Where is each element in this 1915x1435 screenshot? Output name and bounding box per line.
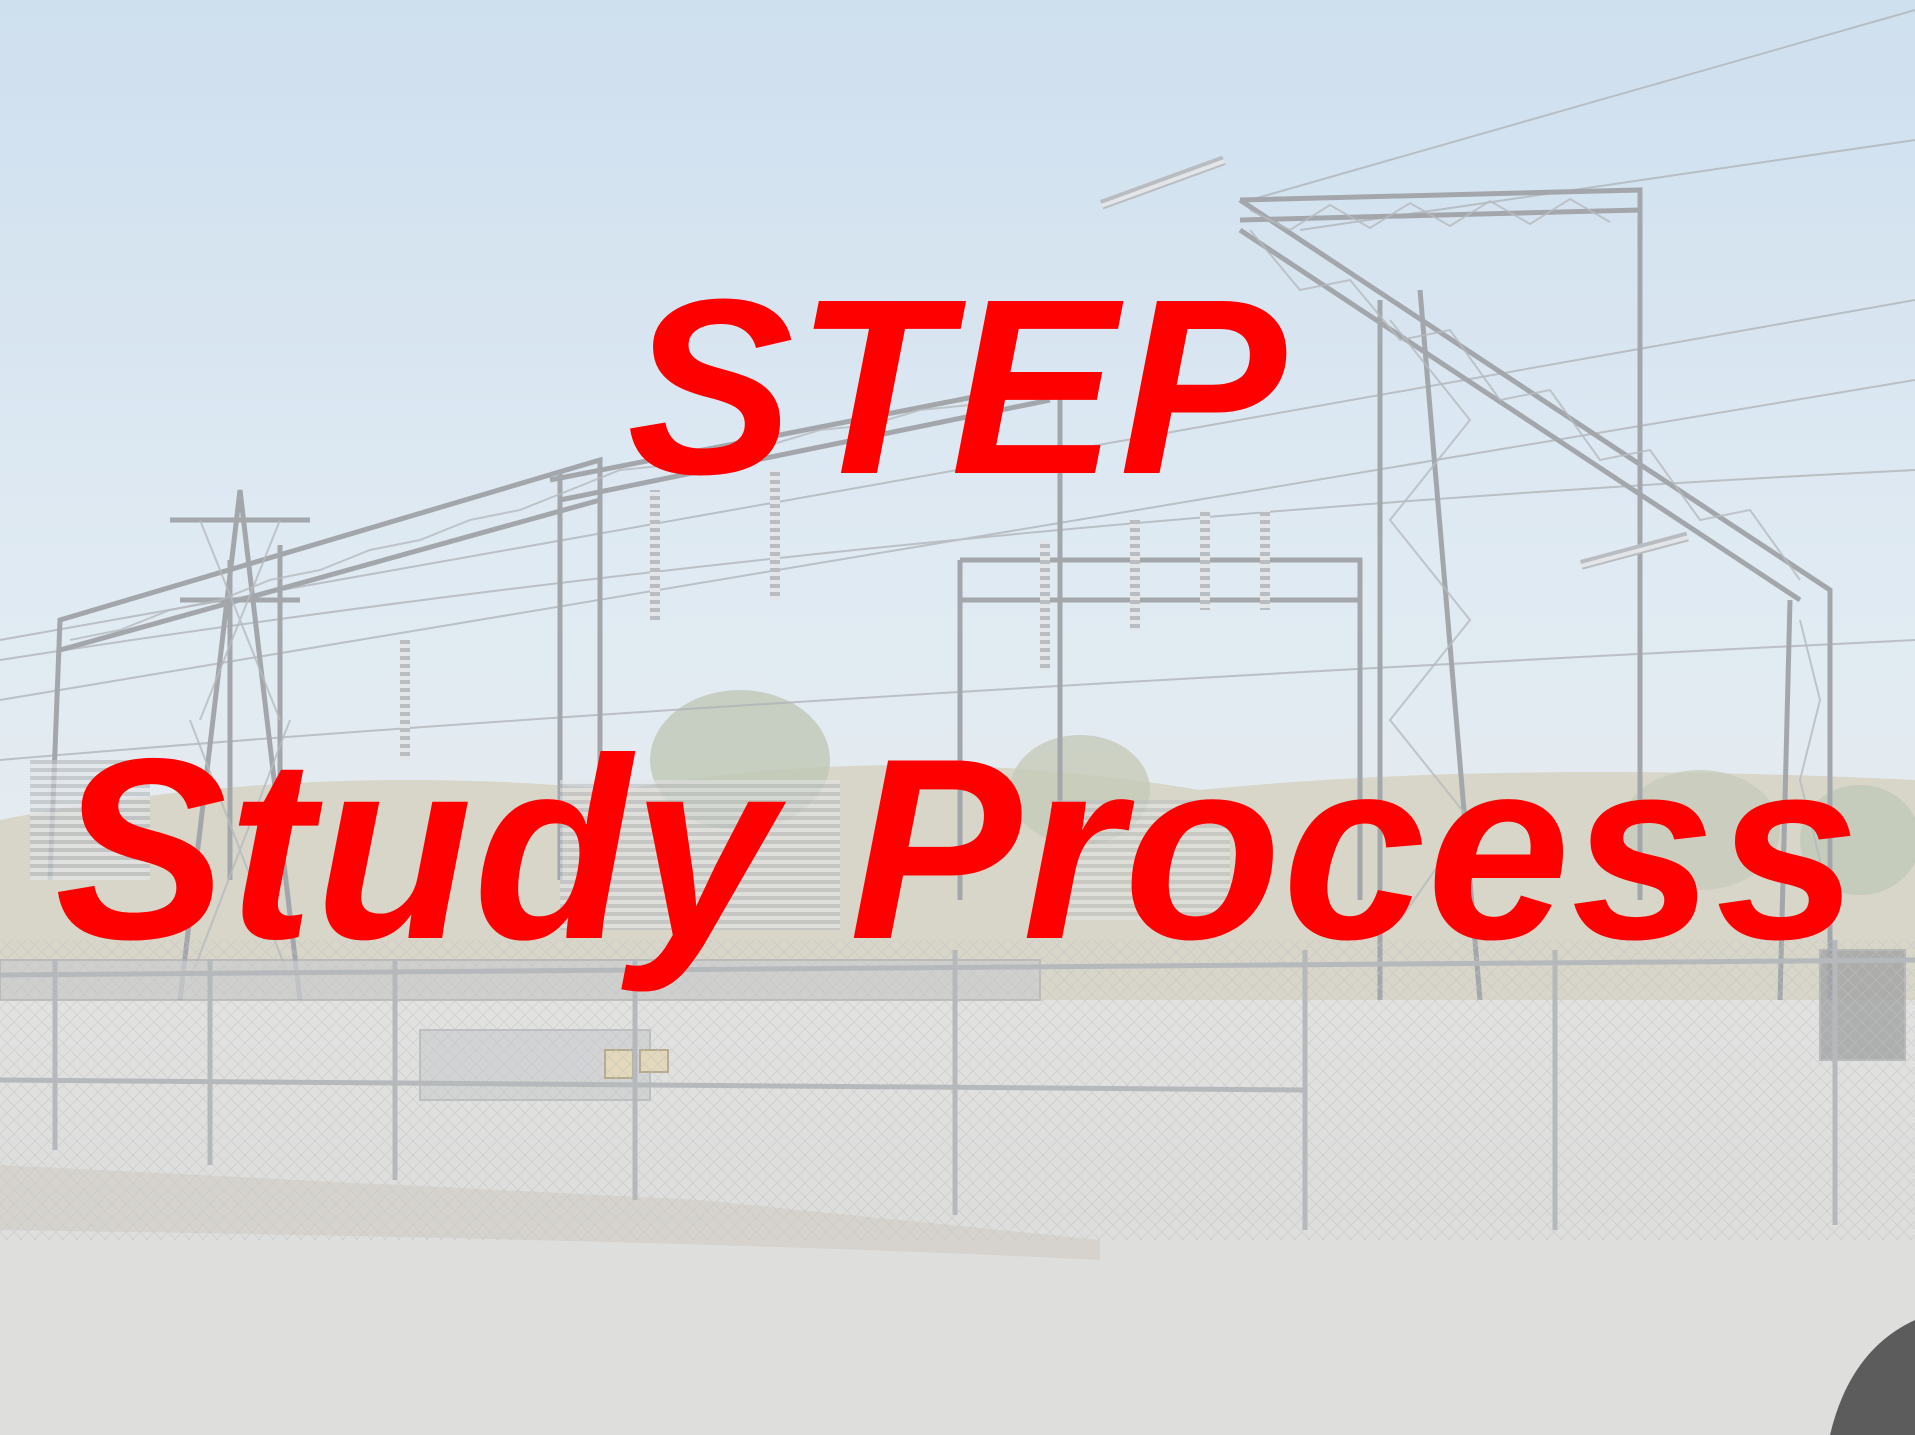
tree — [1620, 770, 1780, 890]
slide-title-line-1: STEP — [627, 247, 1288, 526]
slide-title-line-2: Study Process — [54, 704, 1861, 993]
lattice-bracing — [69, 197, 1822, 981]
insulator-stacks — [30, 155, 1689, 930]
chain-link-fence — [0, 940, 1915, 1240]
steel-gantry — [47, 187, 1833, 1001]
car-window-corner — [1830, 1320, 1915, 1435]
